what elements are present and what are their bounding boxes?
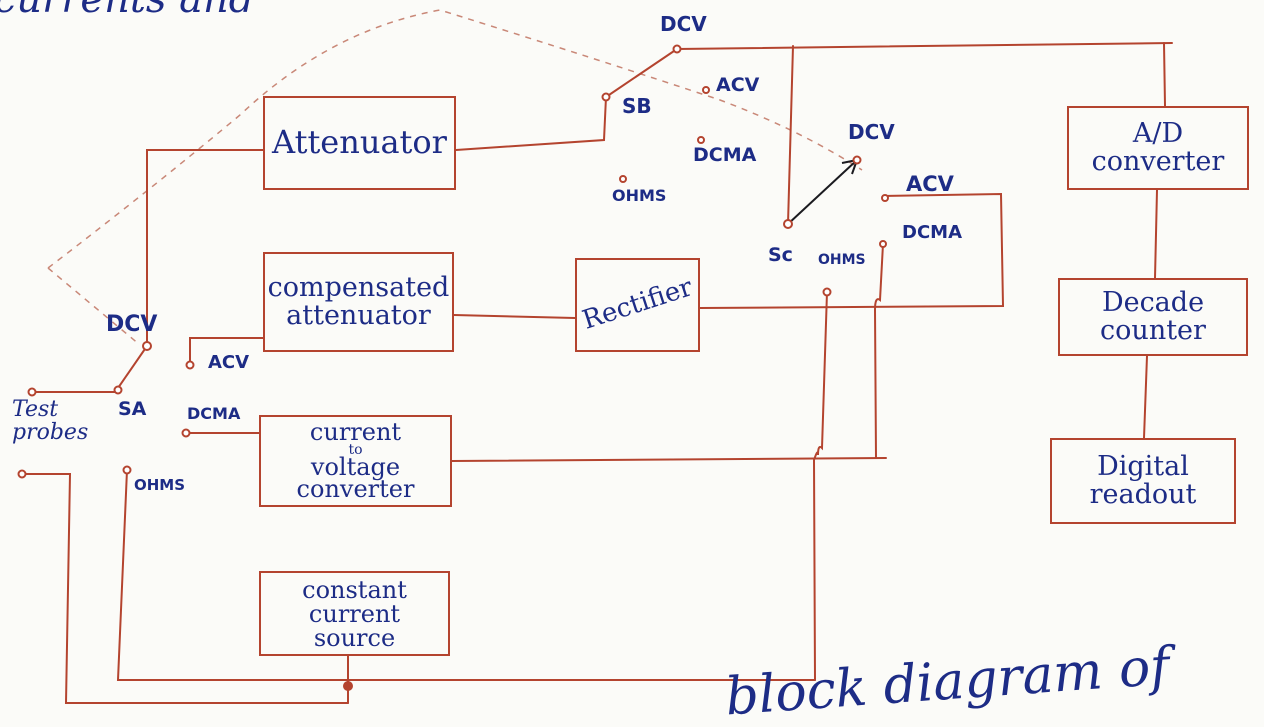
switch-b-dcma-terminal (697, 136, 705, 144)
switch-b-acv-terminal (702, 86, 710, 94)
switch-a-name-label: SA (118, 398, 147, 420)
digital-readout-line-1: Digital (1097, 450, 1189, 482)
switch-b-name-label: SB (622, 94, 652, 118)
switch-b-dcma-label: DCMA (693, 144, 757, 166)
switch-c-name-label: Sc (768, 244, 793, 266)
switch-a-acv-terminal (185, 360, 195, 370)
attenuator-label: Attenuator (272, 123, 447, 162)
switch-c-blade (787, 159, 858, 225)
test-probes-line-2: probes (12, 420, 89, 446)
switch-a-ohms-terminal (122, 465, 132, 475)
switch-b-ohms-label: OHMS (612, 186, 667, 205)
compensated-attenuator-line-2: attenuator (286, 300, 431, 331)
switch-c-ohms-terminal (822, 287, 832, 297)
digital-readout-block: Digital readout (1050, 438, 1236, 524)
attenuator-block: Attenuator (263, 96, 456, 190)
rectifier-block: Rectifier (575, 258, 700, 352)
switch-b-dcv-terminal (672, 44, 682, 54)
switch-a-acv-label: ACV (208, 352, 250, 373)
wiring-layer (17, 9, 1173, 704)
switch-b-dcv-label: DCV (660, 12, 707, 36)
switch-b-acv-label: ACV (716, 74, 760, 96)
current-to-voltage-line-2: to (348, 441, 363, 458)
rectifier-label: Rectifier (578, 272, 696, 337)
probe-terminal-bottom (17, 469, 27, 479)
switch-a-pivot (113, 385, 123, 395)
switch-a-dcma-label: DCMA (187, 404, 241, 423)
current-to-voltage-line-4: converter (296, 475, 415, 504)
compensated-attenuator-block: compensated attenuator (263, 252, 454, 352)
decade-counter-line-2: counter (1100, 315, 1206, 346)
wires (21, 42, 1173, 704)
test-probes-line-1: Test (12, 397, 59, 422)
switch-c-dcv-label: DCV (848, 120, 895, 144)
decade-counter-block: Decade counter (1058, 278, 1248, 356)
ad-converter-line-2: converter (1091, 146, 1225, 177)
switch-c-pivot (783, 219, 793, 229)
constant-current-line-1: constant (302, 575, 407, 604)
current-to-voltage-converter-block: current to voltage converter (259, 415, 452, 507)
constant-current-source-block: constant current source (259, 571, 450, 656)
switch-c-ohms-label: OHMS (818, 252, 866, 268)
junction-dot (343, 681, 353, 691)
constant-current-line-2: current (308, 599, 401, 628)
ad-converter-line-1: A/D (1132, 117, 1184, 149)
switch-a-dcv-terminal (142, 341, 152, 351)
compensated-attenuator-line-1: compensated (267, 271, 450, 303)
switch-b-pivot (601, 92, 611, 102)
test-probes-label: Test probes (12, 398, 88, 444)
decade-counter-line-1: Decade (1101, 286, 1205, 318)
current-to-voltage-line-1: current (309, 418, 402, 447)
switch-b-ohms-terminal (619, 175, 627, 183)
switch-a-dcma-terminal (181, 428, 191, 438)
gang-dashed-link (47, 9, 863, 346)
terminals (17, 44, 889, 691)
switch-c-acv-terminal (881, 194, 889, 202)
switch-c-dcma-label: DCMA (902, 222, 962, 243)
digital-readout-line-2: readout (1089, 479, 1197, 510)
switch-c-dcv-terminal (852, 155, 862, 165)
switch-a-ohms-label: OHMS (134, 476, 186, 494)
switch-a-dcv-label: DCV (106, 312, 158, 337)
switch-c-dcma-terminal (879, 240, 887, 248)
constant-current-line-3: source (313, 623, 396, 652)
probe-terminal-top (27, 387, 37, 397)
current-to-voltage-line-3: voltage (310, 453, 401, 482)
switch-c-acv-label: ACV (906, 172, 954, 196)
ad-converter-block: A/D converter (1067, 106, 1249, 190)
